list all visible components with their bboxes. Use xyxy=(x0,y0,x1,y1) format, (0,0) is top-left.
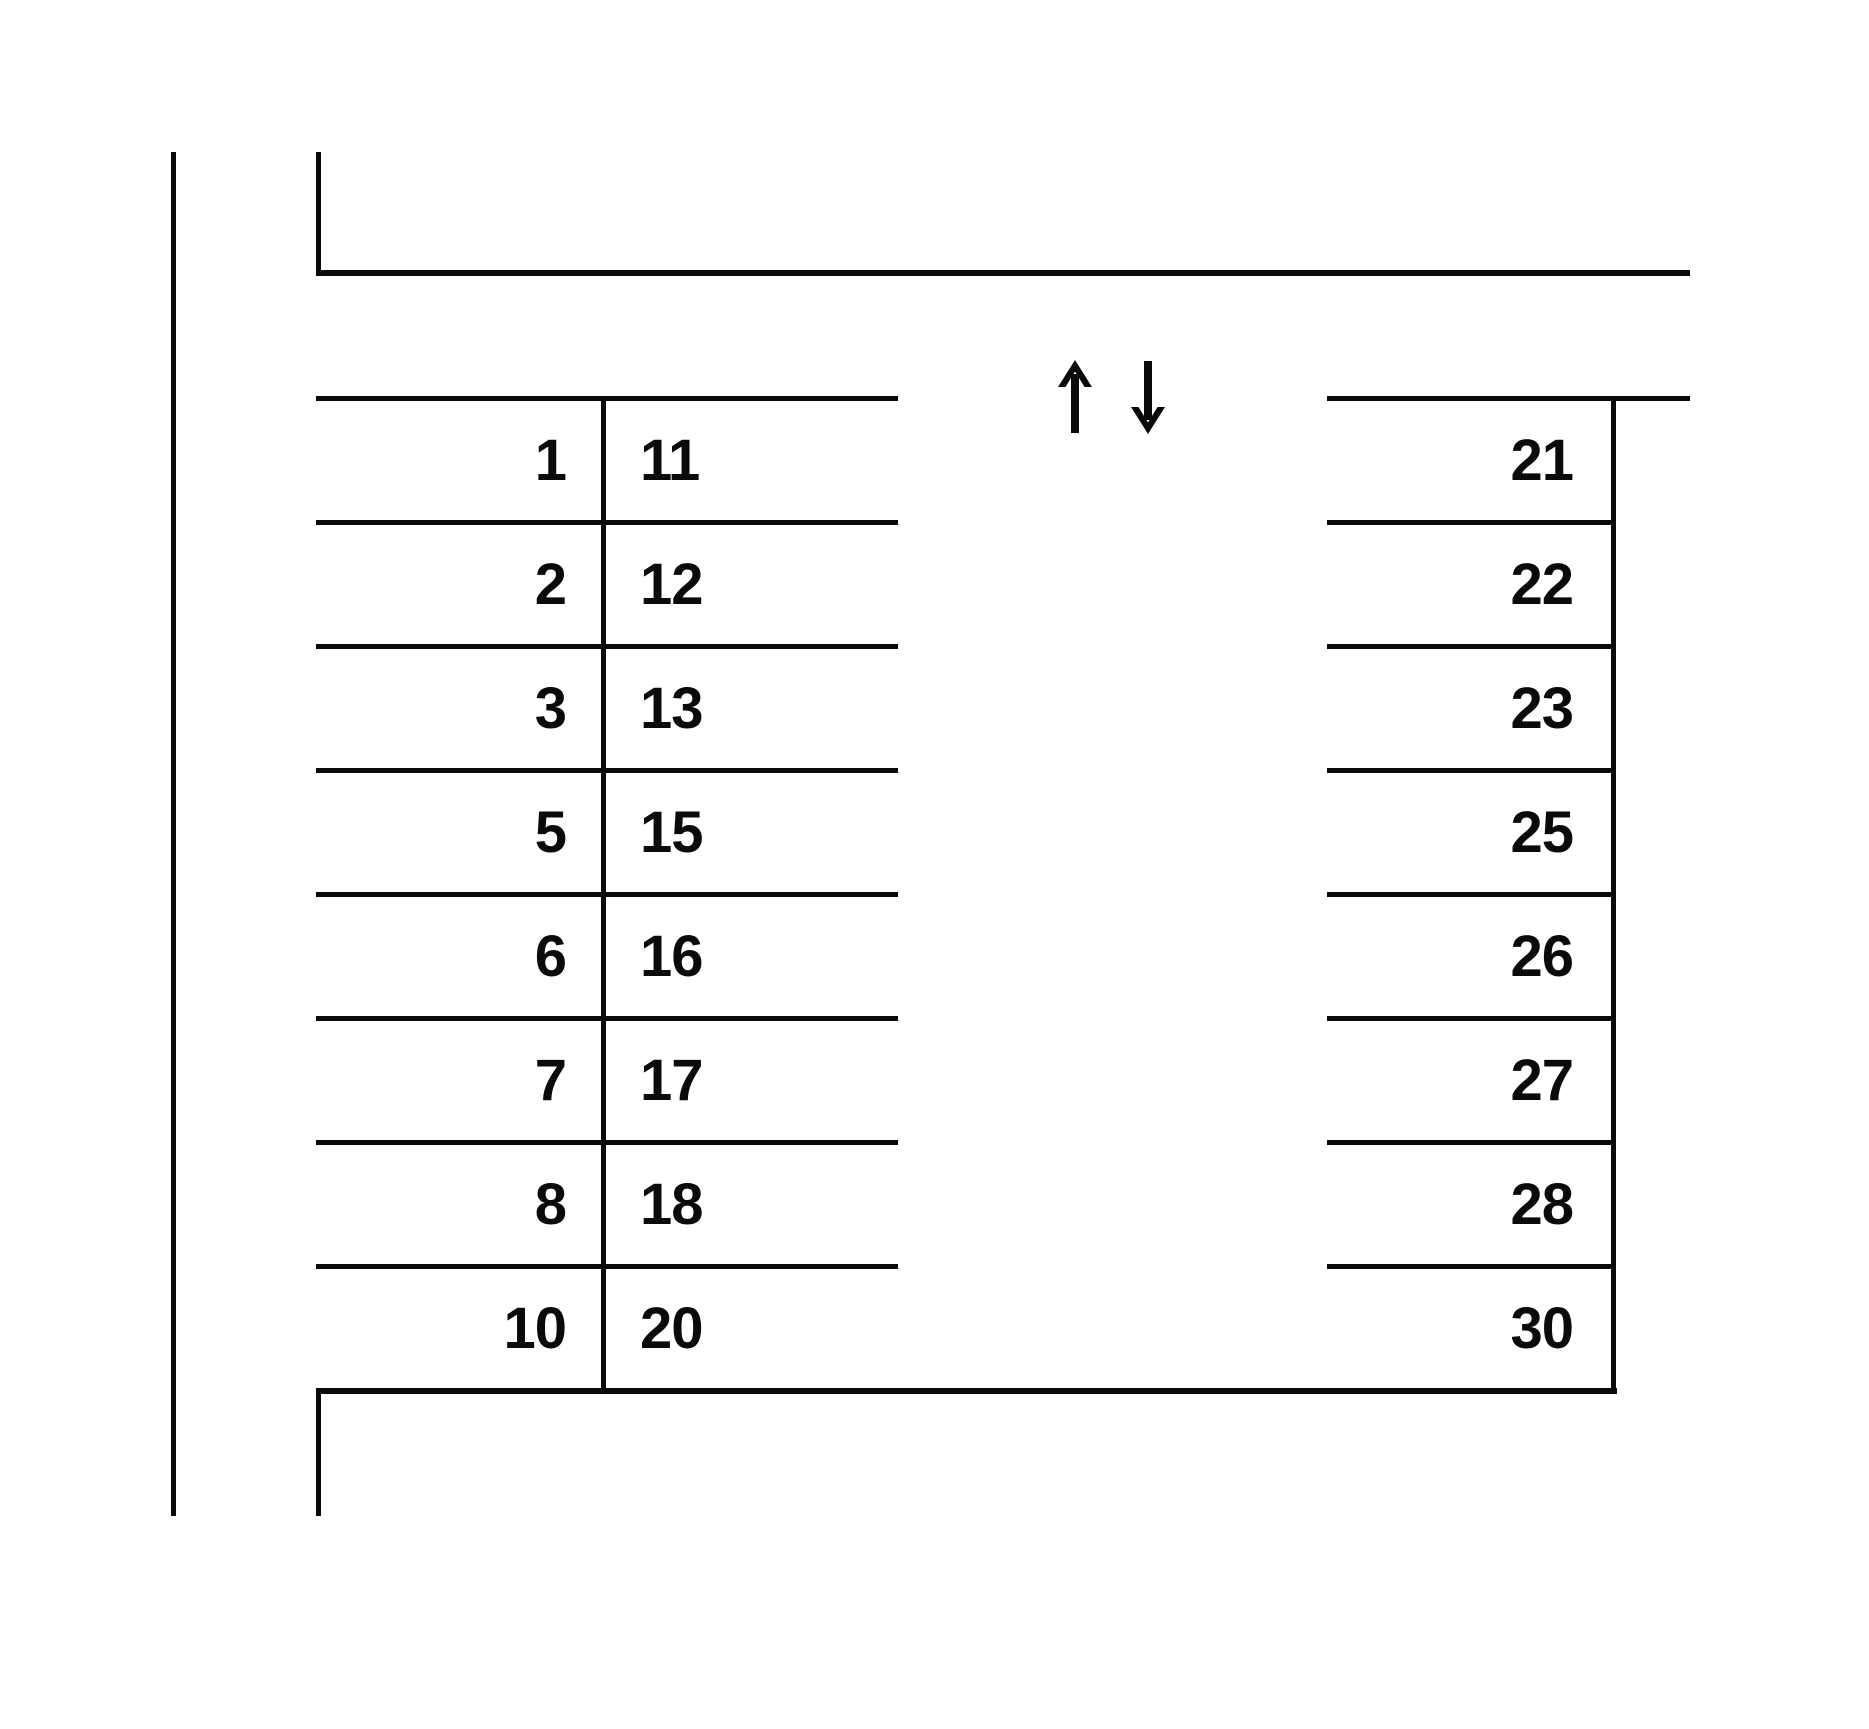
down-arrow-icon xyxy=(1130,361,1166,434)
stall-number: 15 xyxy=(640,800,704,865)
stall-number: 10 xyxy=(503,1296,567,1361)
stall-number: 3 xyxy=(534,676,567,741)
stall-number: 28 xyxy=(1510,1172,1574,1237)
stall-number: 8 xyxy=(534,1172,567,1237)
left-block-separator-line xyxy=(316,1264,898,1269)
left-block-separator-line xyxy=(316,768,898,773)
stall-number: 13 xyxy=(640,676,704,741)
right-block-separator-line xyxy=(1327,520,1616,525)
left-block-separator-line xyxy=(316,892,898,897)
stall-number: 23 xyxy=(1510,676,1574,741)
stall-number: 17 xyxy=(640,1048,704,1113)
stall-number: 5 xyxy=(534,800,567,865)
road-left-boundary-line xyxy=(171,152,176,1516)
right-block-separator-line xyxy=(1327,1016,1616,1021)
bottom-boundary-line xyxy=(316,1388,1617,1394)
top-road-line xyxy=(316,270,1690,276)
left-block-separator-line xyxy=(316,1140,898,1145)
right-block-right-boundary-line xyxy=(1611,396,1616,1394)
stall-number: 2 xyxy=(534,552,567,617)
stall-number: 6 xyxy=(534,924,567,989)
stall-number: 20 xyxy=(640,1296,704,1361)
stall-number: 7 xyxy=(534,1048,567,1113)
entrance-top-vertical-line xyxy=(316,152,321,276)
right-block-separator-line xyxy=(1327,1264,1616,1269)
left-block-top-line xyxy=(316,396,898,401)
stall-number: 11 xyxy=(640,428,700,493)
entrance-bottom-vertical-line xyxy=(316,1394,321,1516)
stall-number: 21 xyxy=(1510,428,1574,493)
stall-number: 22 xyxy=(1510,552,1574,617)
stall-number: 1 xyxy=(534,428,567,493)
stall-number: 30 xyxy=(1510,1296,1574,1361)
right-block-separator-line xyxy=(1327,768,1616,773)
right-block-separator-line xyxy=(1327,1140,1616,1145)
right-block-separator-line xyxy=(1327,892,1616,897)
left-block-separator-line xyxy=(316,644,898,649)
right-block-separator-line xyxy=(1327,644,1616,649)
up-arrow-icon xyxy=(1057,360,1093,433)
right-block-top-line xyxy=(1327,396,1690,401)
left-block-center-divider-line xyxy=(601,396,606,1394)
left-block-separator-line xyxy=(316,1016,898,1021)
left-block-separator-line xyxy=(316,520,898,525)
stall-number: 27 xyxy=(1510,1048,1574,1113)
stall-number: 16 xyxy=(640,924,704,989)
stall-number: 25 xyxy=(1510,800,1574,865)
stall-number: 12 xyxy=(640,552,704,617)
stall-number: 26 xyxy=(1510,924,1574,989)
stall-number: 18 xyxy=(640,1172,704,1237)
